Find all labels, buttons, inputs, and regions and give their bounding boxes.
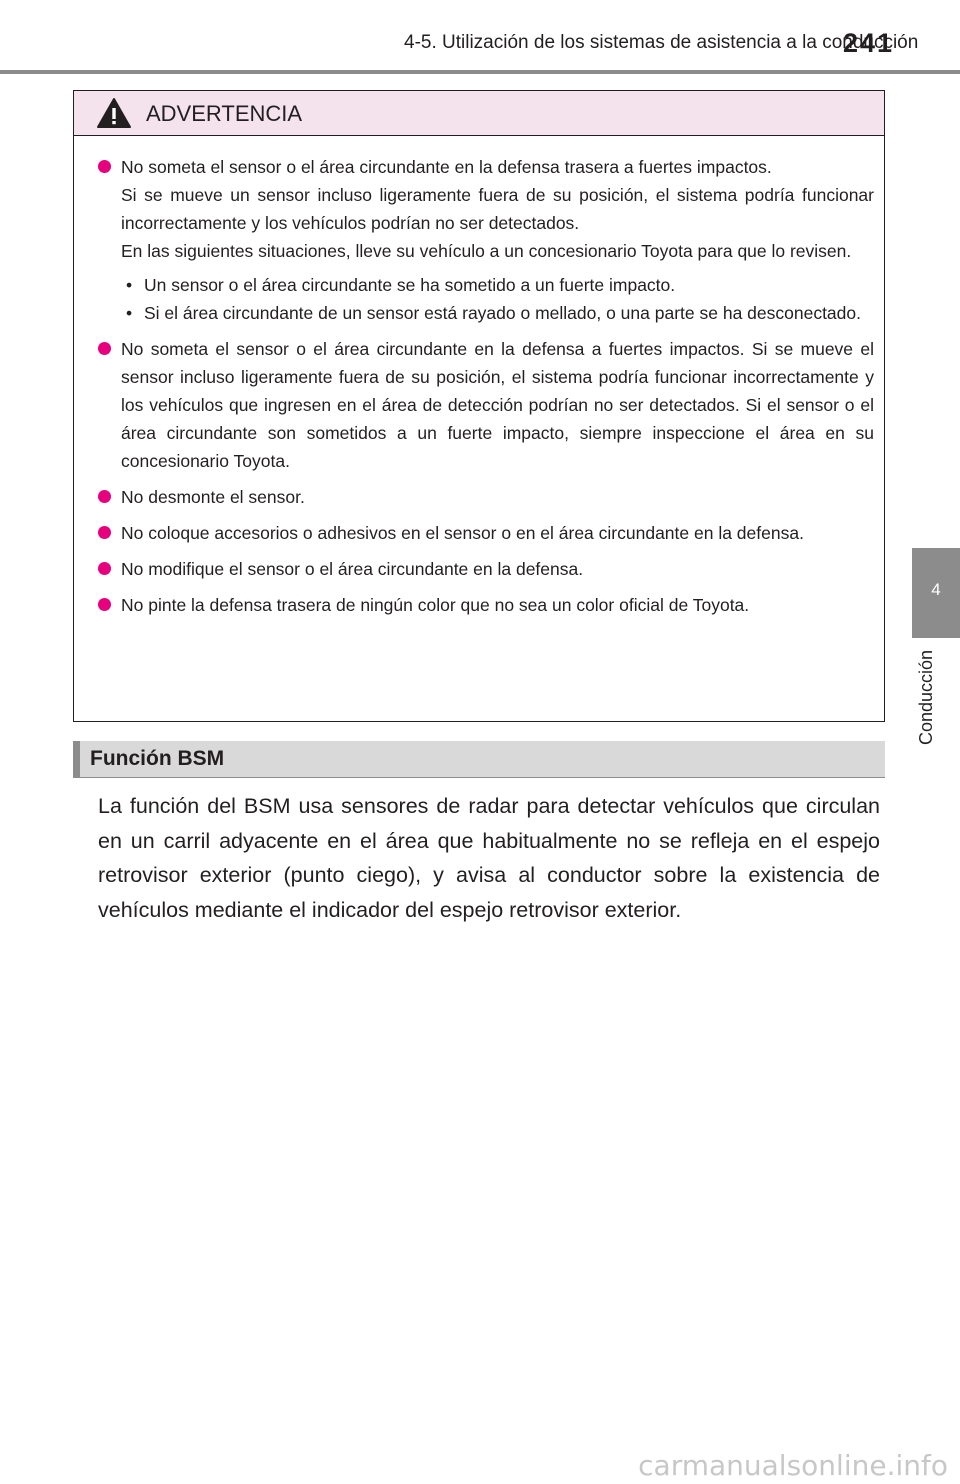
warning-sub-item-text: Si el área circundante de un sensor está… (144, 303, 861, 323)
warning-title: ADVERTENCIA (146, 101, 303, 126)
warning-item-text: No desmonte el sensor. (121, 487, 305, 507)
warning-item: No modifique el sensor o el área circund… (98, 555, 874, 583)
page-number: 241 (842, 28, 894, 58)
sub-bullet-icon: • (126, 303, 133, 323)
warning-box: ADVERTENCIA No someta el sensor o el áre… (73, 90, 885, 722)
chapter-tab-number: 4 (931, 580, 941, 599)
warning-item-text: No someta el sensor o el área circundant… (121, 339, 874, 471)
bullet-icon (98, 598, 111, 611)
warning-body: No someta el sensor o el área circundant… (98, 153, 874, 627)
warning-item: No pinte la defensa trasera de ningún co… (98, 591, 874, 619)
section-heading: Función BSM (73, 741, 885, 778)
section-title: Función BSM (90, 747, 225, 770)
running-header: 4-5. Utilización de los sistemas de asis… (404, 32, 919, 53)
warning-header: ADVERTENCIA (74, 91, 884, 136)
section-body-text: La función del BSM usa sensores de radar… (98, 794, 880, 922)
warning-paragraph: En las siguientes situaciones, lleve su … (121, 241, 852, 261)
bullet-icon (98, 160, 111, 173)
warning-sub-list: • Un sensor o el área circundante se ha … (121, 271, 874, 327)
warning-sub-item: • Si el área circundante de un sensor es… (121, 299, 874, 327)
sub-bullet-icon: • (126, 275, 133, 295)
warning-paragraph: Si se mueve un sensor incluso ligerament… (121, 185, 874, 233)
section-heading-bar (73, 741, 80, 777)
warning-item: No coloque accesorios o adhesivos en el … (98, 519, 874, 547)
warning-item: No someta el sensor o el área circundant… (98, 153, 874, 327)
chapter-tab-label: Conducción (916, 650, 936, 746)
warning-item-text: No modifique el sensor o el área circund… (121, 559, 584, 579)
warning-sub-item: • Un sensor o el área circundante se ha … (121, 271, 874, 299)
warning-item: No desmonte el sensor. (98, 483, 874, 511)
warning-item-text: No pinte la defensa trasera de ningún co… (121, 595, 750, 615)
warning-paragraph: No someta el sensor o el área circundant… (121, 157, 772, 177)
warning-sub-item-text: Un sensor o el área circundante se ha so… (144, 275, 676, 295)
chapter-tab: 4 (912, 548, 960, 638)
warning-triangle-icon (97, 98, 131, 128)
bullet-icon (98, 562, 111, 575)
warning-item: No someta el sensor o el área circundant… (98, 335, 874, 475)
header-divider (0, 70, 960, 74)
warning-item-text: No coloque accesorios o adhesivos en el … (121, 523, 804, 543)
bullet-icon (98, 490, 111, 503)
bullet-icon (98, 342, 111, 355)
watermark: carmanualsonline.info (638, 1449, 948, 1482)
bullet-icon (98, 526, 111, 539)
